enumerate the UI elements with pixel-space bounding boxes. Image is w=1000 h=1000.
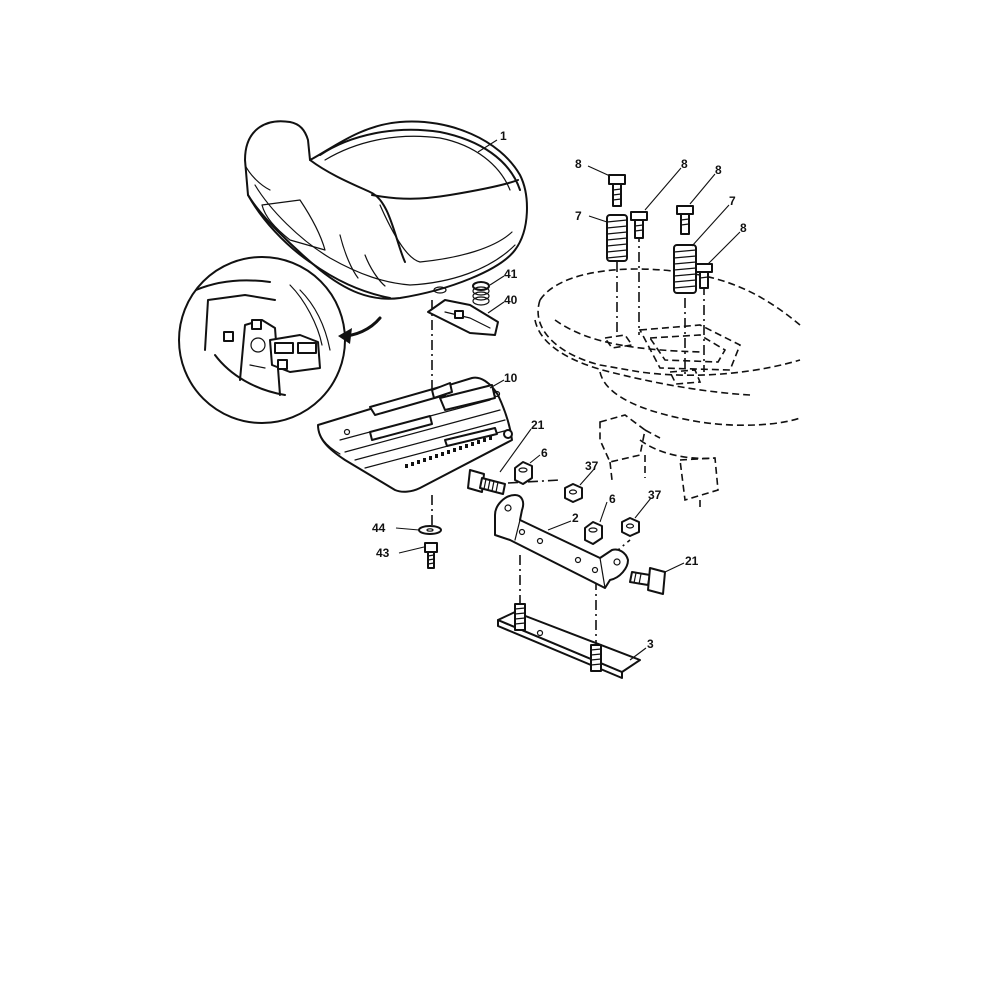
label-part-6: 6 bbox=[609, 492, 616, 506]
part-labels: 1 8 8 8 7 7 8 41 40 10 21 6 37 2 6 37 21… bbox=[372, 129, 747, 651]
label-part-43: 43 bbox=[376, 546, 390, 560]
locknut-37-right bbox=[621, 517, 640, 537]
label-part-3: 3 bbox=[647, 637, 654, 651]
bolt-43 bbox=[424, 542, 438, 569]
mower-deck-outline bbox=[534, 268, 801, 510]
label-part-8: 8 bbox=[715, 163, 722, 177]
label-part-8: 8 bbox=[681, 157, 688, 171]
bolt-21-right bbox=[629, 567, 666, 595]
label-part-10: 10 bbox=[504, 371, 518, 385]
spring-7-right bbox=[673, 244, 697, 294]
label-part-6: 6 bbox=[541, 446, 548, 460]
locknut-37-left bbox=[564, 483, 583, 503]
bolt-8-c bbox=[676, 205, 694, 235]
label-part-21: 21 bbox=[531, 418, 545, 432]
stud-right bbox=[590, 644, 602, 672]
spring-41 bbox=[472, 281, 490, 306]
label-part-41: 41 bbox=[504, 267, 518, 281]
bolt-8-b bbox=[630, 211, 648, 239]
nut-6-right bbox=[584, 521, 603, 545]
label-part-7: 7 bbox=[575, 209, 582, 223]
spring-7-left bbox=[606, 214, 628, 262]
label-part-7: 7 bbox=[729, 194, 736, 208]
label-part-8: 8 bbox=[740, 221, 747, 235]
washer-44 bbox=[418, 525, 442, 535]
seat-pan-10 bbox=[317, 376, 513, 493]
nut-6-left bbox=[514, 461, 533, 485]
label-part-21: 21 bbox=[685, 554, 699, 568]
leader-lines bbox=[395, 139, 741, 661]
label-part-1: 1 bbox=[500, 129, 507, 143]
label-part-37: 37 bbox=[648, 488, 662, 502]
label-part-8: 8 bbox=[575, 157, 582, 171]
label-part-37: 37 bbox=[585, 459, 599, 473]
latch-plate-40 bbox=[427, 299, 499, 336]
bolt-8-a bbox=[608, 174, 626, 207]
bolt-21-left bbox=[467, 469, 506, 495]
seat-pan-slots bbox=[405, 436, 492, 468]
label-part-40: 40 bbox=[504, 293, 518, 307]
assembly-lines bbox=[431, 232, 705, 648]
label-part-2: 2 bbox=[572, 511, 579, 525]
bolt-8-d bbox=[695, 263, 713, 289]
label-part-44: 44 bbox=[372, 521, 386, 535]
bracket-2 bbox=[494, 494, 629, 589]
plate-3 bbox=[497, 603, 641, 679]
stud-left bbox=[514, 603, 526, 631]
latch-detail-view bbox=[178, 256, 346, 424]
seat bbox=[244, 120, 528, 300]
detail-arrow bbox=[338, 316, 382, 344]
